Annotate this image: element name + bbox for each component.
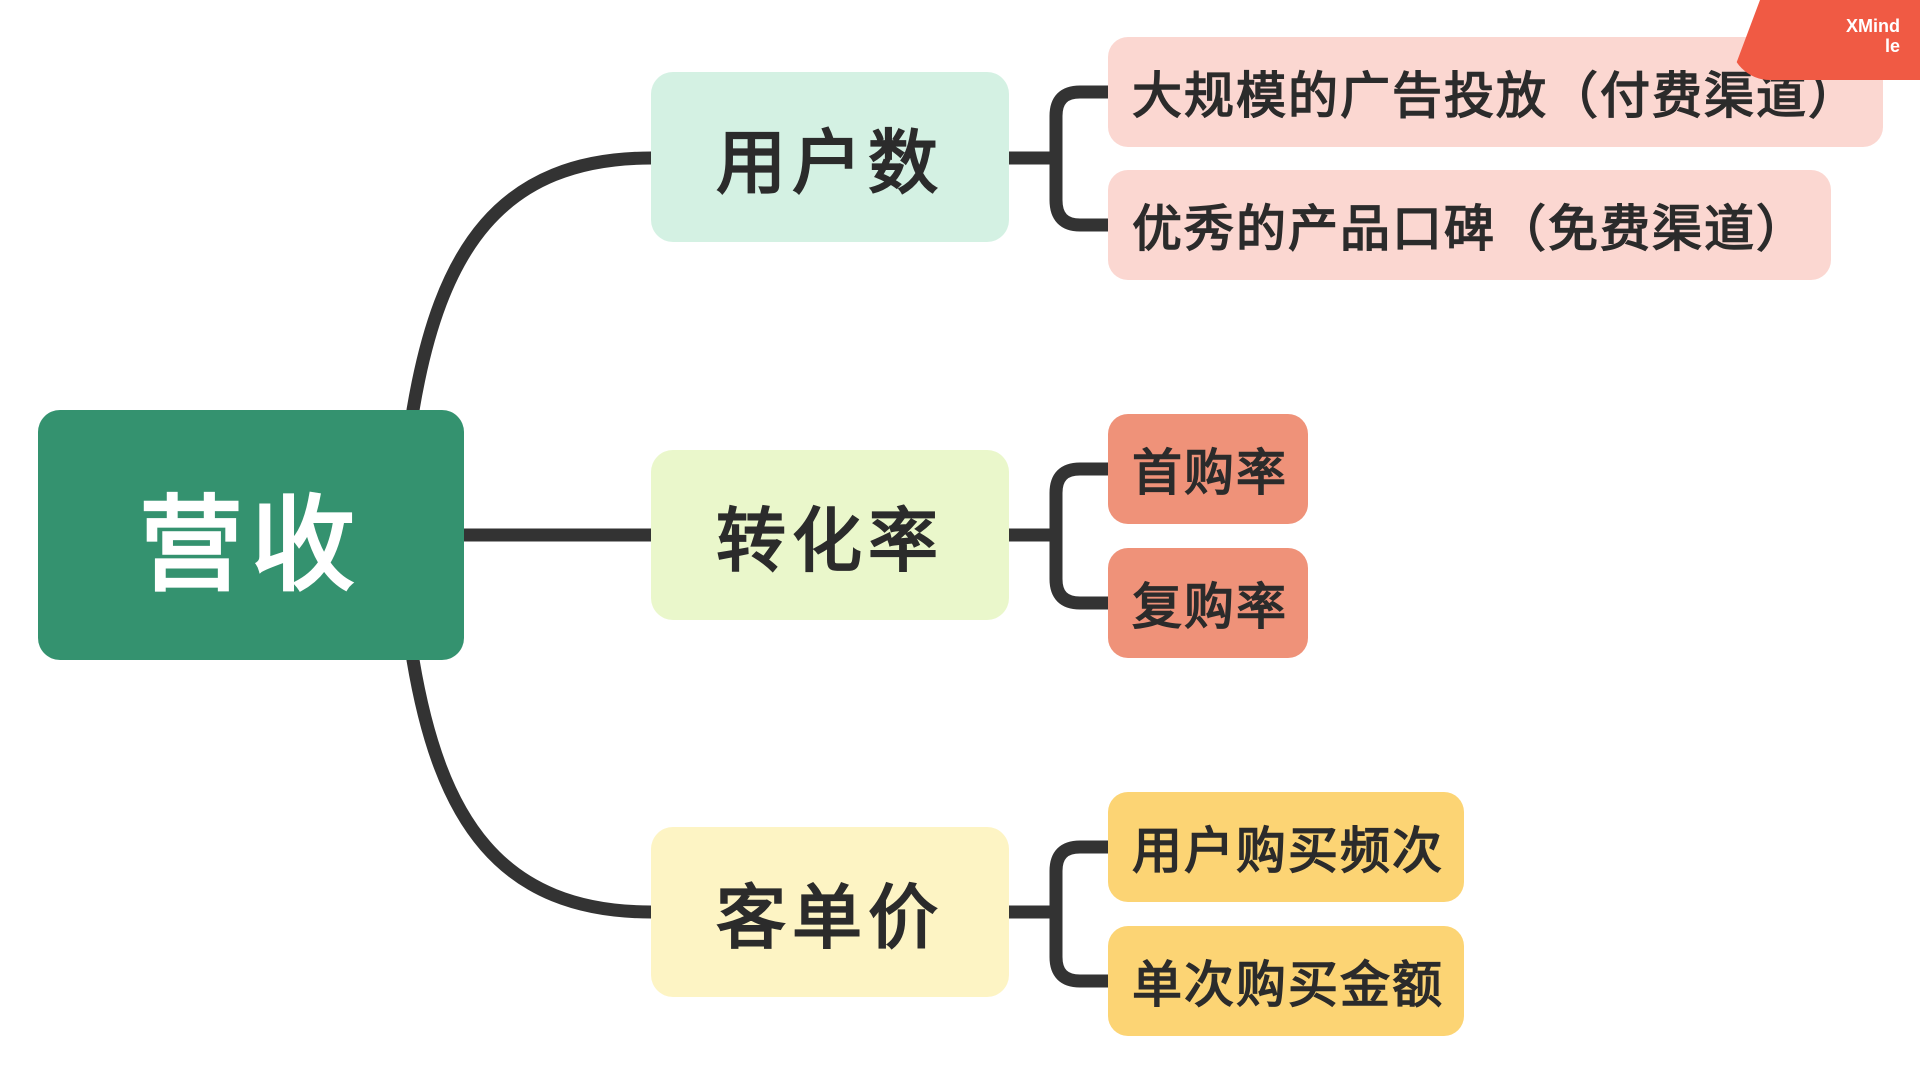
watermark-line2: le	[1884, 36, 1900, 56]
leaf-first-purchase-rate-label: 首购率	[1132, 444, 1288, 502]
root-topic-label: 营收	[138, 483, 363, 606]
watermark-line1: XMind	[1846, 16, 1900, 36]
root-topic[interactable]: 营收	[38, 410, 464, 660]
leaf-word-of-mouth-label: 优秀的产品口碑（免费渠道）	[1132, 200, 1808, 258]
leaf-word-of-mouth[interactable]: 优秀的产品口碑（免费渠道）	[1108, 170, 1831, 280]
connector-root-price	[406, 653, 658, 919]
connector-conversion-leaves	[1002, 462, 1115, 610]
branch-conversion-rate-label: 转化率	[716, 499, 944, 582]
leaf-first-purchase-rate[interactable]: 首购率	[1108, 414, 1308, 524]
xmind-watermark-badge: XMind le	[1730, 0, 1920, 80]
branch-average-order-value-label: 客单价	[716, 876, 944, 959]
branch-users-label: 用户数	[716, 121, 944, 204]
leaf-purchase-frequency[interactable]: 用户购买频次	[1108, 792, 1464, 902]
branch-average-order-value[interactable]: 客单价	[651, 827, 1009, 997]
branch-conversion-rate[interactable]: 转化率	[651, 450, 1009, 620]
leaf-repurchase-rate-label: 复购率	[1132, 578, 1288, 636]
leaf-repurchase-rate[interactable]: 复购率	[1108, 548, 1308, 658]
connector-users-leaves	[1002, 85, 1115, 232]
connector-root-users	[406, 151, 658, 417]
branch-users[interactable]: 用户数	[651, 72, 1009, 242]
leaf-order-amount[interactable]: 单次购买金额	[1108, 926, 1464, 1036]
leaf-paid-advertising-label: 大规模的广告投放（付费渠道）	[1132, 67, 1860, 125]
leaf-order-amount-label: 单次购买金额	[1132, 956, 1444, 1014]
leaf-purchase-frequency-label: 用户购买频次	[1132, 822, 1444, 880]
connector-price-leaves	[1002, 840, 1115, 988]
